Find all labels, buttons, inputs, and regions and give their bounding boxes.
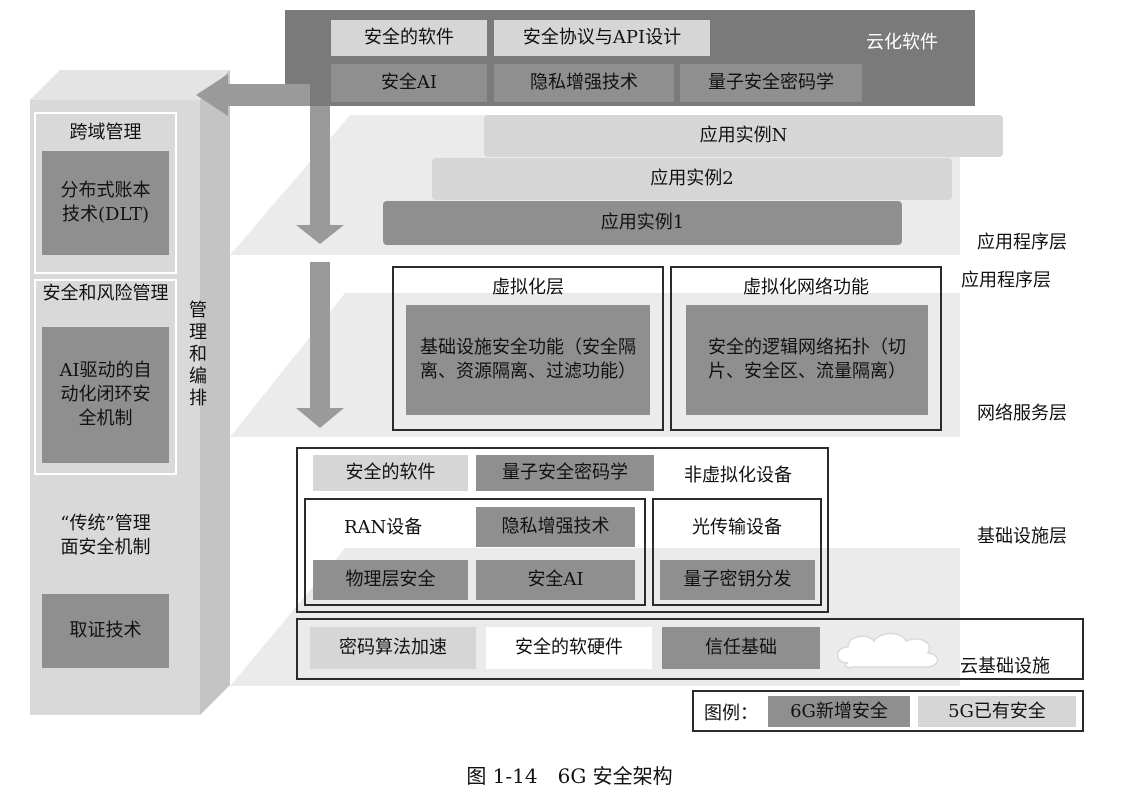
infra-security-functions: 基础设施安全功能（安全隔离、资源隔离、过滤功能） bbox=[406, 305, 650, 415]
legend bbox=[692, 690, 1084, 732]
dlt-box: 分布式账本技术(DLT) bbox=[42, 151, 169, 255]
ran-label: RAN设备 bbox=[344, 517, 423, 538]
app-instance-n: 应用实例N bbox=[484, 115, 1003, 157]
ran-physical-layer-security: 物理层安全 bbox=[313, 560, 468, 600]
cloud-item-secure-ai: 安全AI bbox=[331, 64, 487, 102]
risk-management-section bbox=[34, 279, 177, 475]
ran-privacy-enhancing: 隐私增强技术 bbox=[476, 507, 635, 547]
cloud-item-secure-protocol: 安全协议与API设计 bbox=[494, 20, 710, 56]
optical-frame bbox=[652, 498, 822, 606]
application-layer-label-2: 应用程序层 bbox=[961, 270, 1051, 291]
vnf-title: 虚拟化网络功能 bbox=[743, 277, 869, 298]
arrow-to-management bbox=[196, 74, 310, 116]
ran-secure-ai: 安全AI bbox=[476, 560, 635, 600]
app-instance-1: 应用实例1 bbox=[383, 201, 902, 245]
infrastructure-layer-label: 基础设施层 bbox=[977, 526, 1067, 547]
risk-management-title: 安全和风险管理 bbox=[42, 283, 169, 304]
legend-6g-new: 6G新增安全 bbox=[768, 696, 910, 727]
cloud-infra-label: 云基础设施 bbox=[960, 656, 1050, 677]
legend-prefix: 图例： bbox=[704, 703, 758, 724]
arrow-down-bottom bbox=[296, 262, 344, 428]
app-instance-2: 应用实例2 bbox=[432, 158, 952, 200]
cloud-software-label: 云化软件 bbox=[866, 32, 938, 53]
cloud-infra-frame bbox=[296, 618, 1084, 680]
legend-5g-existing: 5G已有安全 bbox=[918, 696, 1076, 727]
forensics-box: 取证技术 bbox=[42, 594, 169, 668]
management-orchestration-label: 管理和编排 bbox=[189, 300, 207, 409]
virtualization-layer-frame bbox=[392, 266, 664, 431]
network-service-layer-label: 网络服务层 bbox=[977, 403, 1067, 424]
cloud-item-privacy: 隐私增强技术 bbox=[494, 64, 674, 102]
cloud-icon bbox=[836, 632, 939, 669]
figure-caption: 图 1-14 6G 安全架构 bbox=[466, 764, 673, 788]
infra-secure-software: 安全的软件 bbox=[313, 455, 468, 491]
ai-closed-loop-box: AI驱动的自动化闭环安全机制 bbox=[42, 327, 169, 463]
quantum-key-distribution: 量子密钥分发 bbox=[660, 560, 815, 600]
non-virtualized-label: 非虚拟化设备 bbox=[684, 465, 792, 486]
vnf-frame bbox=[670, 266, 942, 431]
cloud-item-secure-software: 安全的软件 bbox=[331, 20, 487, 56]
non-virtualized-frame bbox=[296, 447, 829, 613]
logical-network-topology: 安全的逻辑网络拓扑（切片、安全区、流量隔离） bbox=[686, 305, 928, 415]
infra-quantum-crypto: 量子安全密码学 bbox=[476, 455, 654, 491]
secure-hardware-software: 安全的软硬件 bbox=[486, 627, 652, 669]
cross-domain-section bbox=[34, 112, 177, 274]
optical-label: 光传输设备 bbox=[692, 517, 782, 538]
application-layer-label-1: 应用程序层 bbox=[977, 232, 1067, 253]
cloud-item-quantum-crypto: 量子安全密码学 bbox=[680, 64, 862, 102]
arrow-down-top bbox=[296, 106, 344, 244]
ran-frame bbox=[304, 498, 646, 606]
crypto-acceleration: 密码算法加速 bbox=[310, 627, 476, 669]
cross-domain-title: 跨域管理 bbox=[69, 122, 142, 143]
traditional-mgmt-box: “传统”管理面安全机制 bbox=[60, 513, 151, 558]
trust-foundation: 信任基础 bbox=[662, 627, 820, 669]
virtualization-layer-title: 虚拟化层 bbox=[492, 277, 564, 298]
